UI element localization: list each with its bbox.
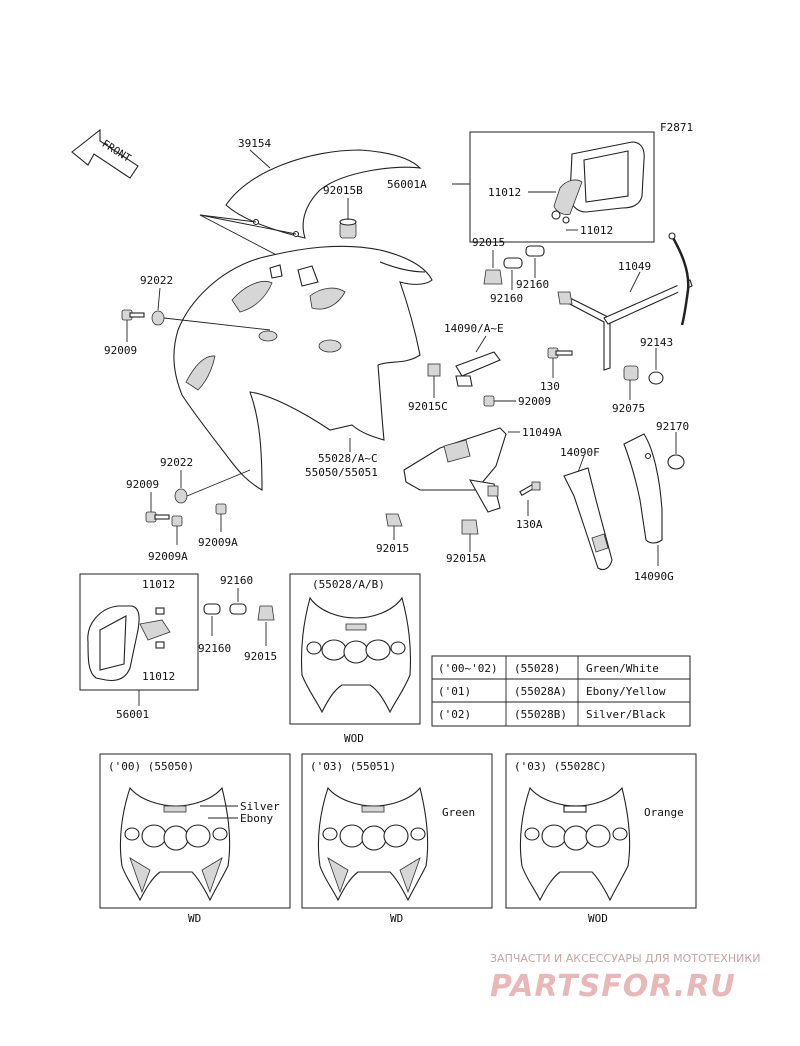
callout-92160b: 92160 bbox=[516, 278, 549, 291]
table-row-2-part: (55028B) bbox=[514, 708, 567, 721]
nut-92015B bbox=[339, 218, 357, 239]
panel-14090G-part bbox=[623, 433, 663, 544]
mirror-56001A-box bbox=[469, 131, 655, 243]
panel-55050-header: ('00) (55050) bbox=[108, 760, 194, 773]
panel-55050-box bbox=[99, 753, 291, 909]
mirror-56001A-part bbox=[551, 141, 645, 224]
bracket-14090-part bbox=[427, 351, 501, 387]
front-arrow-icon: FRONT bbox=[71, 128, 139, 179]
callout-11049: 11049 bbox=[618, 260, 651, 273]
cowl-front-view-55028C bbox=[519, 786, 631, 902]
upper-cowl-part bbox=[173, 245, 433, 491]
cowl-front-view-55050 bbox=[119, 786, 231, 902]
panel-55028C-box bbox=[505, 753, 697, 909]
panel-55028C-caption: WOD bbox=[588, 912, 608, 925]
callout-92015C: 92015C bbox=[408, 400, 448, 413]
table-row-1-color: Ebony/Yellow bbox=[586, 685, 666, 698]
callout-92015c: 92015 bbox=[376, 542, 409, 555]
clip-92170 bbox=[667, 454, 685, 470]
inset-wod-title: (55028/A/B) bbox=[312, 578, 385, 591]
callout-92015d: 92015 bbox=[244, 650, 277, 663]
callout-92022b: 92022 bbox=[160, 456, 193, 469]
panel-55051-caption: WD bbox=[390, 912, 403, 925]
table-row-1-years: ('01) bbox=[438, 685, 471, 698]
callout-11012c: 11012 bbox=[142, 578, 175, 591]
callout-14090: 14090/A~E bbox=[444, 322, 504, 335]
bolt-92009A-b bbox=[215, 503, 227, 515]
callout-92143: 92143 bbox=[640, 336, 673, 349]
callout-92009b: 92009 bbox=[518, 395, 551, 408]
mirror-56001-part bbox=[87, 605, 171, 682]
watermark: ЗАПЧАСТИ И АКСЕССУАРЫ ДЛЯ МОТОТЕХНИКИ PA… bbox=[490, 952, 760, 1004]
panel-55051-header: ('03) (55051) bbox=[310, 760, 396, 773]
callout-56001A: 56001A bbox=[387, 178, 427, 191]
callout-55050: 55050/55051 bbox=[305, 466, 378, 479]
callout-14090G: 14090G bbox=[634, 570, 674, 583]
bolt-92009A-a bbox=[171, 515, 183, 527]
callout-92015a: 92015 bbox=[472, 236, 505, 249]
callout-92015A: 92015A bbox=[446, 552, 486, 565]
callout-11012d: 11012 bbox=[142, 670, 175, 683]
callout-92009c: 92009 bbox=[126, 478, 159, 491]
callout-92160d: 92160 bbox=[198, 642, 231, 655]
callout-92160a: 92160 bbox=[490, 292, 523, 305]
callout-92015B: 92015B bbox=[323, 184, 363, 197]
panel-55050-color-0: Silver bbox=[240, 800, 280, 813]
nut-92015A bbox=[461, 519, 479, 535]
bracket-11049-part bbox=[557, 232, 693, 371]
callout-56001: 56001 bbox=[116, 708, 149, 721]
bolt-130 bbox=[547, 347, 573, 359]
callout-55028: 55028/A~C bbox=[318, 452, 378, 465]
callout-11012b: 11012 bbox=[580, 224, 613, 237]
callout-11012a: 11012 bbox=[488, 186, 521, 199]
stay-11049A-part bbox=[403, 427, 507, 513]
panel-55051-box bbox=[301, 753, 493, 909]
bracket-14090F-part bbox=[563, 467, 613, 571]
inset-wod-box bbox=[289, 573, 421, 725]
hardware-cluster-mid bbox=[203, 603, 275, 621]
callout-14090F: 14090F bbox=[560, 446, 600, 459]
panel-55028C-color-0: Orange bbox=[644, 806, 684, 819]
panel-55028C-header: ('03) (55028C) bbox=[514, 760, 607, 773]
washer-92022-upper bbox=[151, 310, 165, 326]
bolt-92009-mid bbox=[483, 395, 495, 407]
nut-92015-lower bbox=[385, 513, 403, 527]
panel-55050-color-1: Ebony bbox=[240, 812, 273, 825]
table-row-0-part: (55028) bbox=[514, 662, 560, 675]
table-row-0-years: ('00~'02) bbox=[438, 662, 498, 675]
callout-39154: 39154 bbox=[238, 137, 271, 150]
table-row-2-color: Silver/Black bbox=[586, 708, 666, 721]
hardware-cluster-top bbox=[483, 245, 545, 285]
bolt-92009-lower bbox=[145, 511, 170, 523]
table-row-2-years: ('02) bbox=[438, 708, 471, 721]
figure-code: F2871 bbox=[660, 121, 693, 134]
panel-55051-color-0: Green bbox=[442, 806, 475, 819]
panel-55050-caption: WD bbox=[188, 912, 201, 925]
table-row-0-color: Green/White bbox=[586, 662, 659, 675]
damper-92075 bbox=[623, 365, 639, 381]
watermark-logo: PARTSFOR.RU bbox=[490, 969, 736, 1004]
inset-wod-caption: WOD bbox=[344, 732, 364, 745]
bolt-92009-upper bbox=[121, 309, 145, 321]
table-row-1-part: (55028A) bbox=[514, 685, 567, 698]
callout-130A: 130A bbox=[516, 518, 543, 531]
callout-130: 130 bbox=[540, 380, 560, 393]
callout-92160c: 92160 bbox=[220, 574, 253, 587]
callout-92009Ab: 92009A bbox=[198, 536, 238, 549]
washer-92022-lower bbox=[174, 488, 188, 504]
bolt-130A bbox=[519, 481, 541, 496]
callout-92009A: 92009A bbox=[148, 550, 188, 563]
callout-92075: 92075 bbox=[612, 402, 645, 415]
cowl-front-view-55051 bbox=[317, 786, 429, 902]
cowl-front-view-inset bbox=[300, 596, 412, 714]
callout-92170: 92170 bbox=[656, 420, 689, 433]
callout-92022a: 92022 bbox=[140, 274, 173, 287]
callout-92009a: 92009 bbox=[104, 344, 137, 357]
clip-92143 bbox=[648, 371, 664, 385]
callout-11049A: 11049A bbox=[522, 426, 562, 439]
color-table: ('00~'02) (55028) Green/White ('01) (550… bbox=[431, 655, 691, 727]
watermark-tagline: ЗАПЧАСТИ И АКСЕССУАРЫ ДЛЯ МОТОТЕХНИКИ bbox=[490, 952, 760, 965]
